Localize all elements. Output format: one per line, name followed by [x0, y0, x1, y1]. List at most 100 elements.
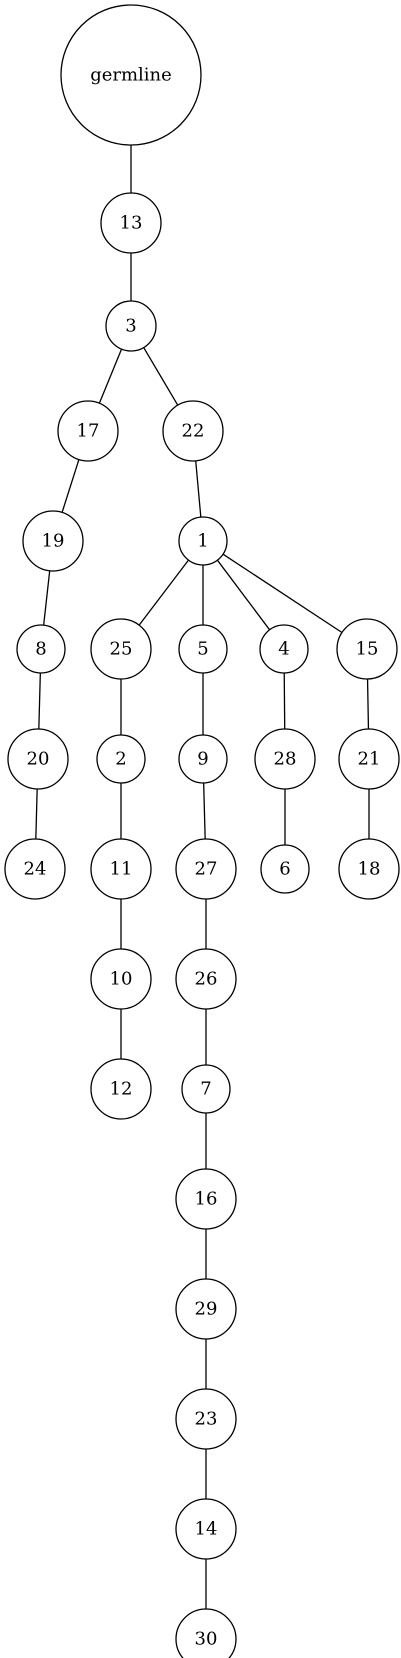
- node-circle: [175, 1278, 237, 1340]
- node-circle: [60, 4, 202, 146]
- node-label: 30: [195, 1629, 218, 1650]
- tree-node-n4: 4: [259, 624, 309, 674]
- node-circle: [162, 400, 224, 462]
- node-circle: [90, 948, 152, 1010]
- node-label: 16: [195, 1189, 218, 1210]
- node-circle: [175, 948, 237, 1010]
- edge-n1-n25: [138, 559, 190, 626]
- tree-node-n2: 2: [96, 734, 146, 784]
- node-circle: [16, 624, 66, 674]
- tree-node-n24: 24: [4, 838, 66, 900]
- node-label: 21: [358, 749, 381, 770]
- node-circle: [7, 728, 69, 790]
- node-label: 2: [115, 749, 126, 770]
- tree-node-n18: 18: [338, 838, 400, 900]
- node-circle: [100, 192, 162, 254]
- node-label: 18: [358, 859, 381, 880]
- tree-node-n26: 26: [175, 948, 237, 1010]
- tree-node-n15: 15: [336, 618, 398, 680]
- tree-node-n5: 5: [178, 624, 228, 674]
- node-circle: [175, 1168, 237, 1230]
- tree-node-n9: 9: [178, 734, 228, 784]
- node-label: 8: [35, 639, 46, 660]
- tree-node-n3: 3: [105, 300, 157, 352]
- tree-node-n29: 29: [175, 1278, 237, 1340]
- node-circle: [57, 400, 119, 462]
- node-circle: [4, 838, 66, 900]
- edge-n9-n27: [203, 782, 206, 840]
- node-label: 7: [200, 1079, 211, 1100]
- tree-node-n27: 27: [175, 838, 237, 900]
- tree-node-n8: 8: [16, 624, 66, 674]
- node-label: 19: [42, 531, 65, 552]
- node-circle: [175, 1608, 237, 1658]
- node-circle: [178, 624, 228, 674]
- edge-n20-n24: [35, 788, 38, 840]
- edge-n17-n19: [61, 459, 80, 513]
- node-circle: [175, 838, 237, 900]
- tree-node-n7: 7: [181, 1064, 231, 1114]
- edge-n19-n8: [43, 570, 51, 626]
- node-label: 17: [77, 421, 100, 442]
- node-circle: [254, 728, 316, 790]
- tree-edges: [35, 145, 370, 1609]
- node-label: 20: [27, 749, 50, 770]
- node-label: 15: [356, 639, 379, 660]
- node-label: 29: [195, 1299, 218, 1320]
- edge-n1-n4: [216, 559, 271, 631]
- node-label: 24: [24, 859, 47, 880]
- tree-node-n13: 13: [100, 192, 162, 254]
- edge-n3-n17: [98, 348, 123, 404]
- node-circle: [259, 624, 309, 674]
- node-label: 13: [120, 213, 143, 234]
- tree-node-n14: 14: [175, 1498, 237, 1560]
- tree-node-n12: 12: [90, 1058, 152, 1120]
- node-circle: [90, 838, 152, 900]
- node-circle: [181, 1064, 231, 1114]
- node-circle: [175, 1498, 237, 1560]
- edge-n1-n15: [222, 553, 343, 634]
- edge-n3-n22: [143, 347, 179, 406]
- node-label: 22: [182, 421, 205, 442]
- node-label: germline: [90, 65, 172, 86]
- tree-node-n20: 20: [7, 728, 69, 790]
- tree-node-n10: 10: [90, 948, 152, 1010]
- tree-node-n22: 22: [162, 400, 224, 462]
- node-label: 9: [197, 749, 208, 770]
- edge-n15-n21: [366, 678, 370, 730]
- tree-node-n6: 6: [260, 844, 310, 894]
- edge-n8-n20: [38, 672, 41, 730]
- node-label: 12: [110, 1079, 133, 1100]
- node-label: 10: [110, 969, 133, 990]
- node-circle: [90, 1058, 152, 1120]
- node-label: 1: [197, 531, 208, 552]
- tree-node-n1: 1: [178, 516, 228, 566]
- tree-node-n16: 16: [175, 1168, 237, 1230]
- node-circle: [105, 300, 157, 352]
- edge-n4-n28: [283, 672, 286, 730]
- node-circle: [90, 618, 152, 680]
- tree-node-germline: germline: [60, 4, 202, 146]
- node-circle: [260, 844, 310, 894]
- node-label: 26: [195, 969, 218, 990]
- tree-node-n19: 19: [22, 510, 84, 572]
- node-circle: [336, 618, 398, 680]
- tree-node-n11: 11: [90, 838, 152, 900]
- tree-node-n21: 21: [338, 728, 400, 790]
- node-label: 27: [195, 859, 218, 880]
- edge-n22-n1: [195, 460, 202, 518]
- tree-node-n30: 30: [175, 1608, 237, 1658]
- tree-node-n28: 28: [254, 728, 316, 790]
- node-label: 4: [278, 639, 289, 660]
- node-label: 11: [110, 859, 133, 880]
- node-circle: [178, 516, 228, 566]
- node-label: 23: [195, 1409, 218, 1430]
- node-label: 3: [125, 316, 136, 337]
- node-circle: [175, 1388, 237, 1450]
- node-circle: [178, 734, 228, 784]
- tree-node-n23: 23: [175, 1388, 237, 1450]
- node-circle: [338, 838, 400, 900]
- node-circle: [338, 728, 400, 790]
